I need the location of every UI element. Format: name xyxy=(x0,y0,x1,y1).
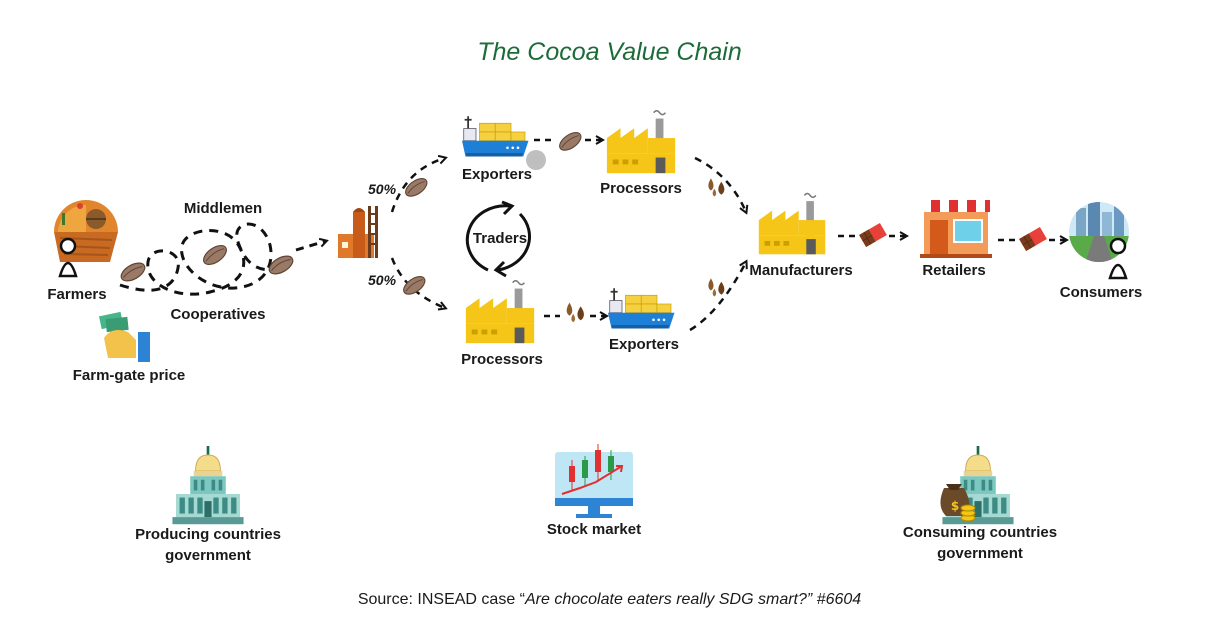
exporters-top-label: Exporters xyxy=(461,166,533,183)
cocoa-drops-icon xyxy=(708,178,725,197)
retailers-label: Retailers xyxy=(922,262,986,279)
source-case-title: Are chocolate eaters really SDG smart?” … xyxy=(525,591,862,608)
consuming-government-label: Consuming countries government xyxy=(903,522,1057,564)
middlemen-loops xyxy=(119,222,281,296)
cocoa-bean-icon xyxy=(400,272,429,299)
cocoa-bean-icon xyxy=(556,128,585,155)
flow-arrow xyxy=(694,156,746,212)
stock-market-label: Stock market xyxy=(546,521,642,538)
consuming-government-line2: government xyxy=(937,545,1023,562)
cocoa-bean-icon xyxy=(402,174,431,201)
flow-arrow xyxy=(390,158,445,213)
cocoa-bean-icon xyxy=(265,251,297,279)
dot-decoration xyxy=(526,150,546,170)
source-prefix: Source: INSEAD case “ xyxy=(357,591,525,608)
producing-government-label: Producing countries government xyxy=(135,524,281,566)
processors-top-label: Processors xyxy=(600,180,682,197)
farmers-label: Farmers xyxy=(47,286,107,303)
processors-bottom-label: Processors xyxy=(461,351,543,368)
source-note: Source: INSEAD case “Are chocolate eater… xyxy=(0,591,1219,609)
silo-icon xyxy=(338,206,378,258)
share-lower-label: 50% xyxy=(368,272,397,288)
flow-arrow xyxy=(295,241,326,252)
farm-gate-price-label: Farm-gate price xyxy=(72,367,186,384)
middlemen-label: Middlemen xyxy=(183,200,263,217)
ship-icon xyxy=(462,115,529,157)
cash-hand-icon xyxy=(98,311,150,362)
page-title: The Cocoa Value Chain xyxy=(477,38,742,66)
manufacturers-label: Manufacturers xyxy=(749,262,853,279)
consumer-person-icon xyxy=(1108,237,1128,280)
flow-arrow xyxy=(689,262,746,332)
ship-icon xyxy=(608,287,675,329)
flow-arrow xyxy=(390,257,445,308)
consumers-label: Consumers xyxy=(1059,284,1143,301)
cocoa-bean-icon xyxy=(117,258,149,286)
store-icon xyxy=(920,200,992,258)
capitol-building-icon xyxy=(171,446,245,525)
farmer-icon xyxy=(54,200,118,278)
cooperatives-label: Cooperatives xyxy=(170,306,266,323)
producing-government-line2: government xyxy=(165,547,251,564)
stock-monitor-icon xyxy=(555,444,633,518)
money-bag-icon: $ xyxy=(940,484,976,522)
cocoa-drops-icon xyxy=(566,302,584,323)
cocoa-drops-icon xyxy=(708,278,725,297)
traders-cycle-icon xyxy=(465,200,531,278)
svg-text:$: $ xyxy=(951,499,959,513)
factory-icon xyxy=(606,110,676,174)
chocolate-bar-icon xyxy=(858,222,888,248)
factory-icon xyxy=(465,280,535,344)
chocolate-bar-icon xyxy=(1018,226,1048,252)
producing-government-line1: Producing countries xyxy=(135,526,281,543)
city-icon xyxy=(1069,202,1129,262)
consuming-government-line1: Consuming countries xyxy=(902,524,1058,541)
factory-icon xyxy=(758,192,827,256)
share-upper-label: 50% xyxy=(368,181,397,197)
cocoa-bean-icon xyxy=(199,241,231,269)
exporters-bottom-label: Exporters xyxy=(608,336,680,353)
traders-label: Traders xyxy=(472,230,528,247)
